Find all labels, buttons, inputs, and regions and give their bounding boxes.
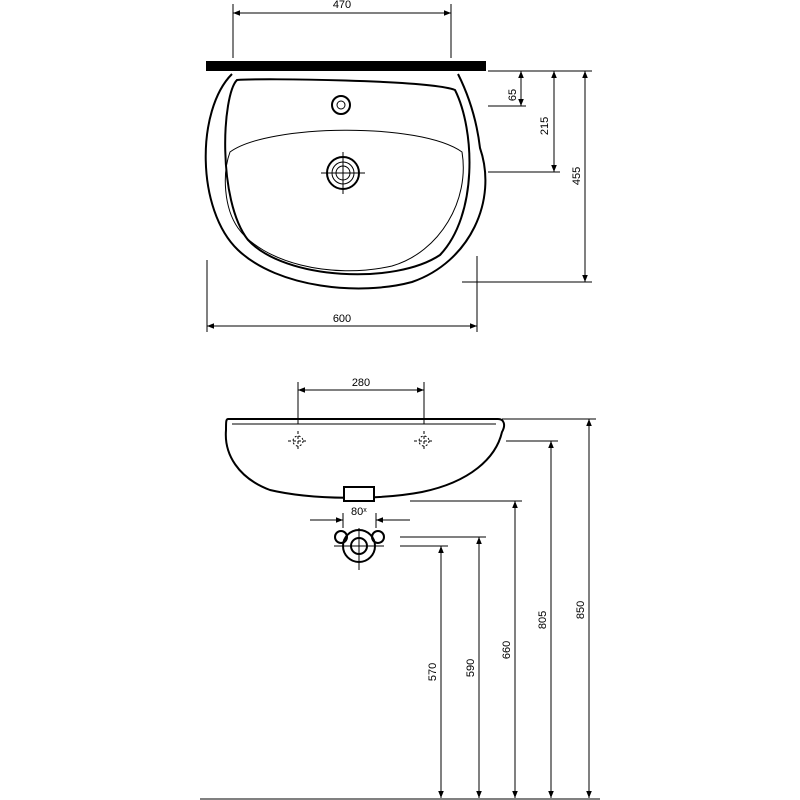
- dim-label-470: 470: [333, 0, 351, 11]
- dim-height-590: 590: [400, 536, 486, 798]
- side-view: 280 80x 570: [200, 377, 600, 800]
- tap-mark-left: [288, 431, 308, 451]
- dim-label-600: 600: [333, 313, 351, 325]
- dim-label-80: 80x: [351, 506, 367, 518]
- waste-outlet: [343, 486, 375, 502]
- top-view: 470 600 65 215 455: [204, 0, 592, 332]
- dim-height-805: 805: [506, 440, 558, 798]
- dim-height-570: 570: [400, 545, 448, 798]
- dim-waste-80: 80x: [310, 506, 410, 528]
- wall-bar: [206, 61, 486, 71]
- dim-height-850: 850: [502, 418, 596, 798]
- dim-label-850: 850: [575, 601, 587, 619]
- supply-pipe-left: [334, 530, 348, 544]
- dim-label-590: 590: [465, 659, 477, 677]
- dim-label-660: 660: [501, 641, 513, 659]
- dim-width-470: 470: [232, 0, 452, 58]
- dim-label-280: 280: [352, 377, 370, 389]
- basin-bowl-outline: [224, 129, 464, 272]
- dim-tap-spacing-280: 280: [297, 377, 425, 424]
- basin-outer-outline: [204, 73, 487, 290]
- dim-label-570: 570: [427, 663, 439, 681]
- dim-depth-65: 65: [488, 70, 526, 107]
- dim-label-455: 455: [571, 167, 583, 185]
- dim-height-660: 660: [410, 500, 522, 798]
- dim-depth-455: 455: [462, 70, 592, 283]
- tap-hole: [331, 95, 351, 115]
- tap-mark-right: [414, 431, 434, 451]
- dim-label-65: 65: [507, 89, 519, 101]
- dim-label-805: 805: [537, 611, 549, 629]
- dim-depth-215: 215: [488, 70, 560, 173]
- basin-rim-outline: [224, 78, 471, 276]
- supply-and-trap: [334, 528, 385, 570]
- dim-label-215: 215: [539, 117, 551, 135]
- dim-width-600: 600: [206, 256, 478, 332]
- drain-hole: [321, 152, 365, 194]
- basin-side-outline: [224, 418, 506, 499]
